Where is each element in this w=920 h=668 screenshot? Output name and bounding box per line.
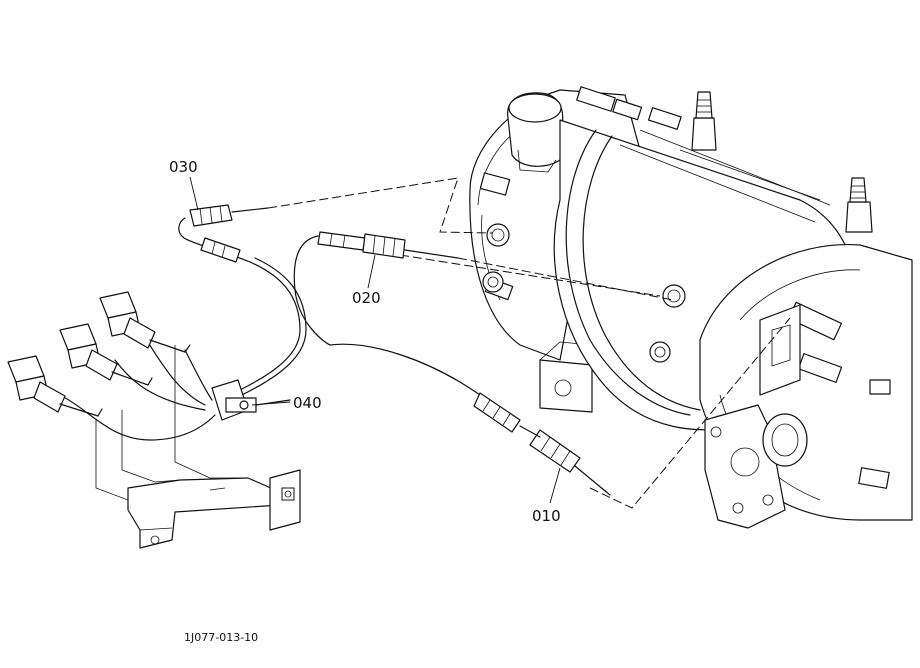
terminal-stud [845, 177, 873, 233]
callout-010: 010 [532, 507, 561, 525]
motor-assembly [469, 86, 913, 529]
mounting-bracket [95, 345, 301, 549]
reference-lines [267, 177, 791, 509]
callout-040: 040 [293, 394, 322, 412]
temperature-sensor-010 [329, 343, 611, 496]
figure-code: 1J077-013-10 [184, 631, 258, 644]
temperature-sensor-020 [293, 231, 459, 346]
callout-030: 030 [169, 158, 198, 176]
leader-lines [189, 176, 561, 504]
temperature-sensor-030 [178, 204, 269, 263]
harness-connector [99, 291, 191, 353]
harness-connector [59, 323, 153, 386]
clamp-040 [211, 379, 291, 421]
callout-020: 020 [352, 289, 381, 307]
harness-connector [7, 355, 103, 417]
terminal-stud [691, 91, 717, 151]
